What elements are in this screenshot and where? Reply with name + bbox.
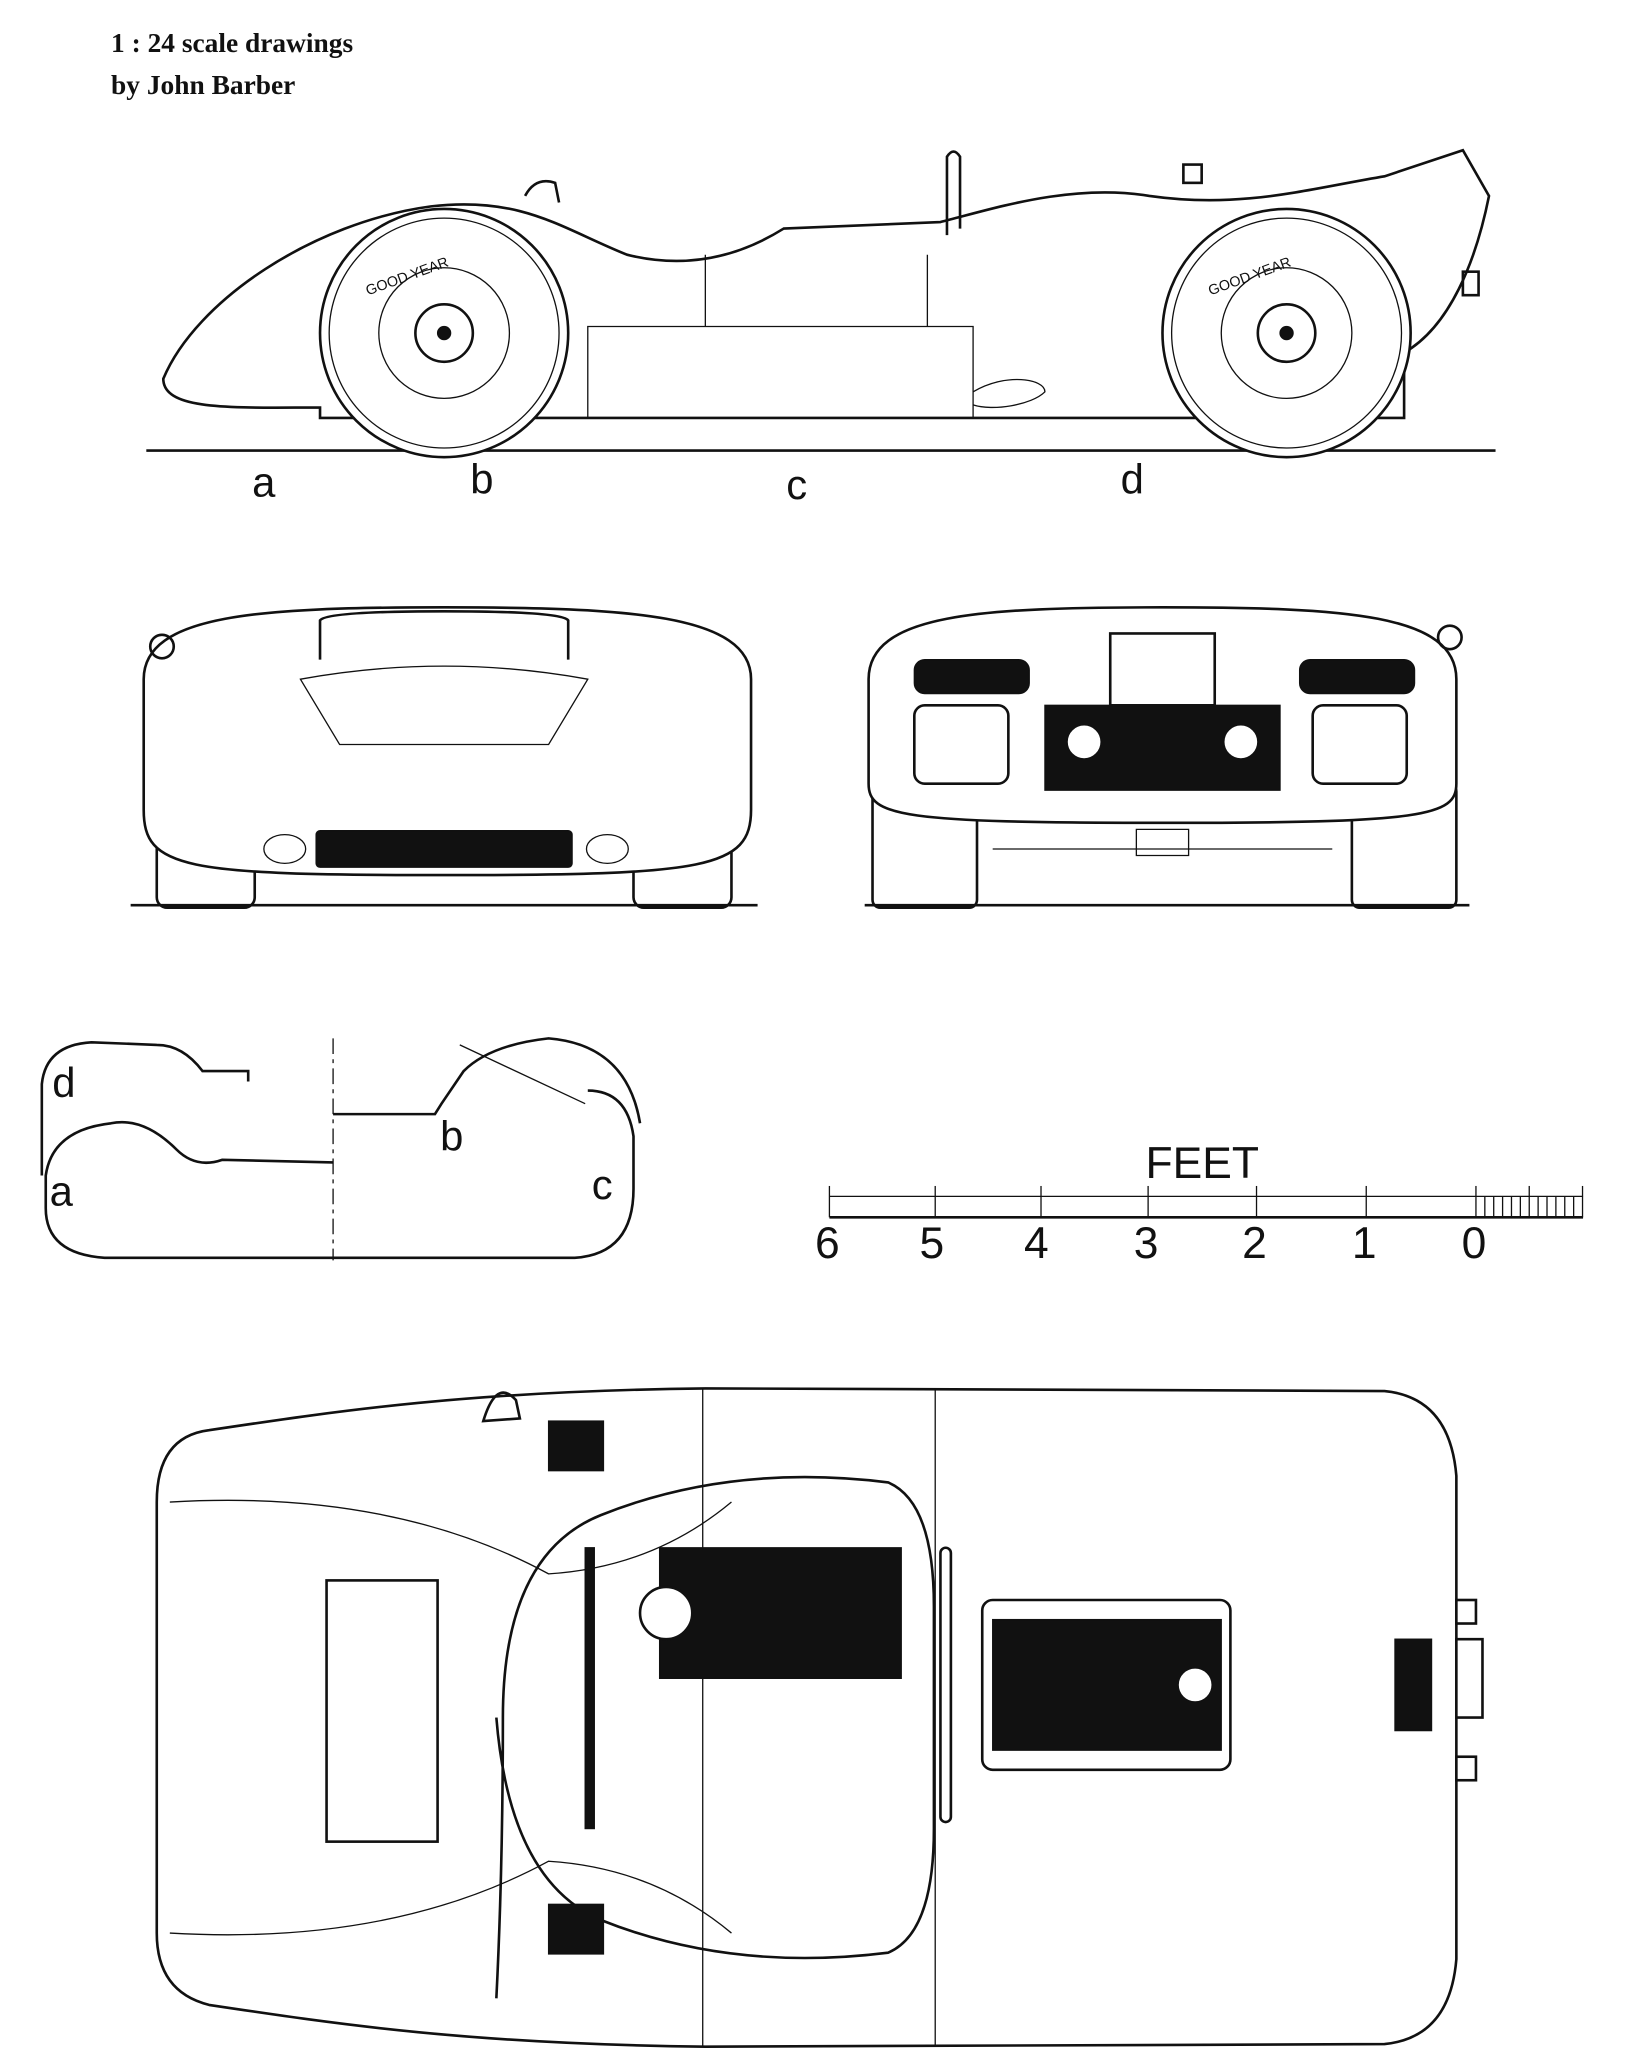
tail-light xyxy=(1461,270,1480,297)
section-label-d: d xyxy=(1121,456,1144,503)
top-vent-right xyxy=(547,1903,605,1955)
scale-tick-label: 3 xyxy=(1134,1219,1159,1268)
section-label-b: b xyxy=(470,456,493,503)
right-headlight xyxy=(585,833,629,864)
cross-section-view: d a b c xyxy=(40,1037,642,1261)
section-label-d: d xyxy=(52,1059,75,1106)
windscreen-vent xyxy=(325,1579,439,1843)
scale-tick-label: 2 xyxy=(1242,1219,1267,1268)
scale-tick-label: 5 xyxy=(920,1219,945,1268)
scale-tick-label: 1 xyxy=(1352,1219,1377,1268)
mirror xyxy=(523,179,561,203)
side-pod-panel xyxy=(587,325,974,419)
side-view: GOOD YEAR GOOD YEAR a b c d xyxy=(146,148,1496,508)
scale-bar: FEET 6 5 4 3 2 1 0 xyxy=(815,1139,1584,1268)
rear-wheel: GOOD YEAR xyxy=(1161,207,1412,459)
rear-grille xyxy=(1394,1638,1433,1732)
section-label-c: c xyxy=(786,461,807,508)
scale-tick-label: 0 xyxy=(1462,1219,1487,1268)
panel-lines xyxy=(704,254,929,327)
scale-tick-label: 4 xyxy=(1024,1219,1049,1268)
fuel-filler xyxy=(1182,163,1203,185)
top-view xyxy=(155,1387,1484,2048)
rear-right-vent xyxy=(1298,658,1416,695)
section-label-a: a xyxy=(50,1168,74,1215)
front-view xyxy=(130,606,758,910)
header-author-text: by John Barber xyxy=(111,70,295,100)
rear-left-vent xyxy=(913,658,1030,695)
oil-cooler xyxy=(1108,632,1217,707)
top-vent-left xyxy=(547,1420,605,1472)
left-headlight xyxy=(263,833,307,864)
section-label-c: c xyxy=(592,1161,613,1208)
front-wheel: GOOD YEAR xyxy=(318,207,570,459)
section-label-b: b xyxy=(440,1113,463,1160)
rear-view xyxy=(864,606,1470,910)
mirror xyxy=(481,1391,522,1423)
roll-bar xyxy=(945,150,962,236)
scale-unit-label: FEET xyxy=(1146,1139,1259,1188)
header-scale-text: 1 : 24 scale drawings xyxy=(111,28,353,58)
scale-tick-label: 6 xyxy=(815,1219,840,1268)
side-intake xyxy=(972,378,1046,409)
side-body-outline xyxy=(161,148,1491,420)
front-grille xyxy=(315,830,573,868)
section-label-a: a xyxy=(252,458,276,505)
